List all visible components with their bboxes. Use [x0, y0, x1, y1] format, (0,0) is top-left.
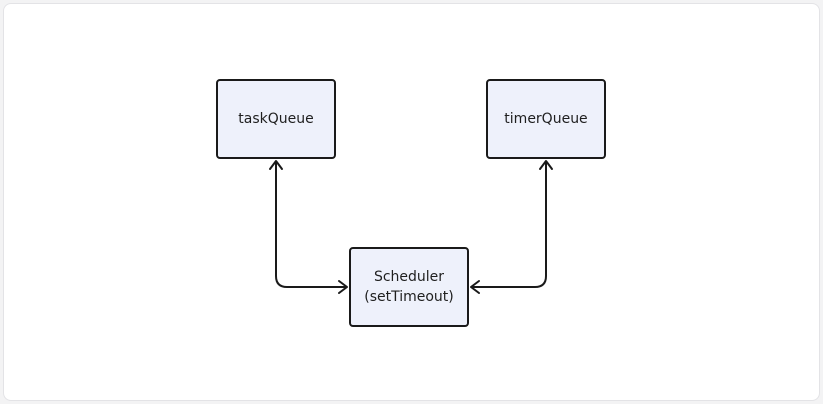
timer-queue-node: timerQueue: [486, 79, 606, 159]
timer-queue-label: timerQueue: [504, 111, 588, 127]
task-queue-node: taskQueue: [216, 79, 336, 159]
scheduler-label: Scheduler: [373, 269, 445, 285]
task-queue-label: taskQueue: [238, 111, 314, 127]
scheduler-node: Scheduler (setTimeout): [349, 247, 469, 327]
diagram-card: [3, 3, 820, 401]
scheduler-sublabel: (setTimeout): [364, 289, 454, 305]
